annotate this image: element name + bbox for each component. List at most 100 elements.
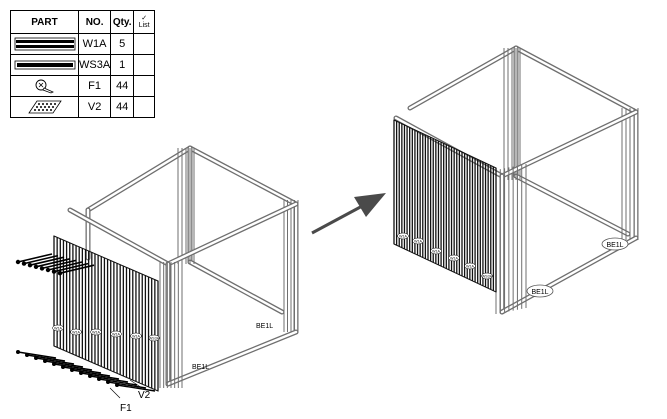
left-top-screw: [35, 258, 71, 268]
right-panel-tag-badge: [430, 247, 442, 255]
left-panel-tag-badge: [110, 330, 122, 338]
table-row: WS3A 1: [10, 54, 156, 76]
right-panel-tag-label: W1A: [414, 239, 422, 243]
left-bottom-screw-head: [79, 371, 83, 375]
left-top-screw-head: [27, 263, 33, 268]
left-top-screw: [23, 254, 59, 265]
left-bottom-screw: [89, 375, 129, 383]
left-bottom-screw-head: [34, 356, 38, 360]
left-floor-right-beam-inner: [188, 260, 284, 314]
left-panel-tag-badge: [130, 332, 142, 340]
left-bottom-screw: [44, 360, 84, 368]
left-bottom-screw-head: [70, 368, 74, 372]
beam-front-callout-label: BE1L: [192, 364, 209, 371]
screw-callout-label: F1: [120, 403, 132, 414]
part-number: V2: [77, 96, 112, 118]
left-bottom-screw-head: [97, 377, 101, 381]
left-panel-tag-label: WS3A: [149, 336, 160, 340]
right-top-front-right-beam-inner: [500, 110, 638, 178]
left-bottom-screw: [53, 363, 93, 371]
left-bottom-screw: [62, 366, 102, 374]
right-panel-tag-label: W1A: [399, 234, 407, 238]
left-top-screw: [59, 264, 95, 274]
direction-arrow-icon: [311, 193, 386, 235]
left-panel-tag-badge: [70, 328, 82, 336]
right-beam-side-callout-label: BE1L: [606, 242, 623, 249]
single-rail-icon: [14, 60, 75, 70]
left-bottom-screw-head: [88, 374, 92, 378]
left-wall-panel-outline: [53, 235, 159, 392]
left-bottom-screw-head: [106, 380, 110, 384]
left-top-screw-head: [57, 271, 63, 276]
right-panel-tag-badge: [448, 254, 460, 262]
left-top-back-beam-inner: [86, 146, 192, 212]
right-panel-tag-badge: [481, 272, 493, 280]
left-top-screw-head: [33, 264, 39, 269]
parts-table-header: PART NO. Qty. ✓ List: [10, 10, 156, 34]
left-bottom-screw-head: [25, 353, 29, 357]
part-qty: 5: [110, 33, 135, 55]
left-top-screw: [17, 253, 53, 263]
left-top-screw-head: [21, 261, 27, 266]
right-panel-tag-label: W1A: [466, 264, 474, 268]
checklist-box[interactable]: [133, 96, 156, 118]
left-bottom-screw-head: [115, 383, 119, 387]
double-rail-icon: [14, 37, 75, 51]
left-panel-tag-label: W1A: [112, 332, 120, 336]
part-image-cell: [10, 54, 79, 76]
left-bottom-screw: [98, 378, 138, 386]
left-top-screw: [41, 259, 77, 270]
right-floor-right-beam-inner: [514, 174, 630, 236]
part-image-cell: [10, 96, 79, 118]
header-list: ✓ List: [133, 10, 156, 34]
right-panel-tag-badge: [464, 262, 476, 270]
left-top-screw: [47, 261, 83, 271]
checklist-box[interactable]: [133, 54, 156, 76]
checklist-box[interactable]: [133, 33, 156, 55]
table-row: V2 44: [10, 96, 156, 118]
part-number: W1A: [77, 33, 112, 55]
left-bottom-screw: [116, 384, 156, 392]
left-top-screw: [53, 262, 89, 273]
nut-callout-leader: [129, 379, 143, 389]
left-floor-front-beam-inner: [166, 330, 298, 386]
left-top-screw-head: [15, 259, 21, 265]
part-number: WS3A: [77, 54, 112, 76]
left-bottom-screw-head: [52, 362, 56, 366]
checkmark-icon: ✓: [141, 15, 148, 22]
table-row: F1 44: [10, 75, 156, 97]
header-part: PART: [10, 10, 79, 34]
left-panel-tag-badge: [148, 334, 160, 342]
right-wall-panel-outline: [393, 119, 497, 293]
left-top-screw-head: [51, 269, 57, 274]
right-beam-side-callout: BE1L: [601, 237, 629, 251]
part-image-cell: [10, 75, 79, 97]
right-panel-tag-badge: [412, 237, 424, 245]
left-bottom-screw-head: [61, 365, 65, 369]
screw-callout-leader: [109, 387, 121, 399]
part-qty: 44: [110, 96, 135, 118]
left-bottom-screw: [35, 357, 75, 365]
header-list-label: List: [138, 22, 150, 29]
left-top-front-right-beam-inner: [166, 202, 298, 266]
nut-callout-label: V2: [138, 390, 151, 401]
part-qty: 1: [110, 54, 135, 76]
beam-side-callout-label: BE1L: [256, 323, 273, 330]
nut-plate-icon: [27, 100, 62, 114]
left-top-front-beam-inner: [68, 208, 170, 266]
table-row: W1A 5: [10, 33, 156, 55]
left-panel-tag-label: W1A: [92, 330, 100, 334]
left-bottom-screw-head: [16, 350, 20, 354]
checklist-box[interactable]: [133, 75, 156, 97]
right-panel-tag-label: W1A: [432, 249, 440, 253]
left-bottom-screw: [17, 351, 57, 359]
left-top-screw-head: [45, 267, 51, 273]
screw-icon: [35, 79, 54, 94]
left-panel-tag-label: W1A: [132, 334, 140, 338]
left-bottom-screw-head: [43, 359, 47, 363]
header-qty: Qty.: [110, 10, 135, 34]
right-panel-tag-badge: [397, 232, 409, 240]
